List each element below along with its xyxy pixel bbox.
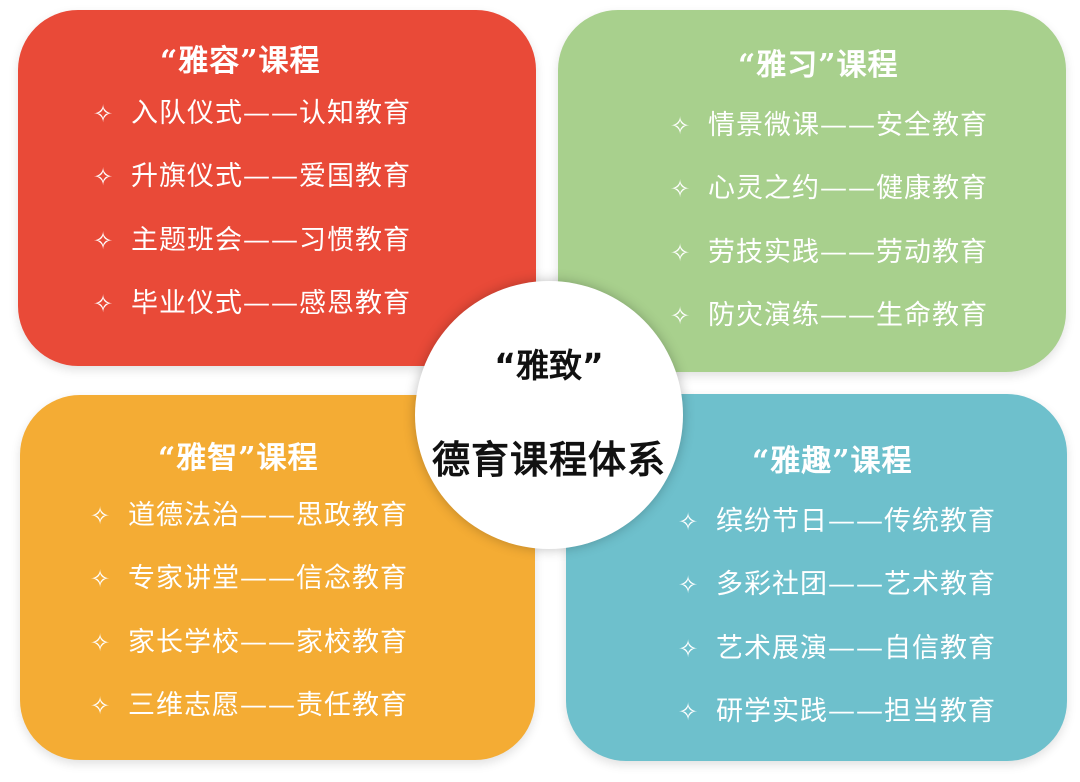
quadrant-title: “雅容”课程 <box>160 44 321 79</box>
item-text: 研学实践——担当教育 <box>716 696 996 727</box>
diamond-star-icon: ✧ <box>90 565 112 593</box>
center-circle: “雅致” 德育课程体系 <box>415 281 683 549</box>
diamond-star-icon: ✧ <box>93 163 115 191</box>
diamond-star-icon: ✧ <box>678 508 700 536</box>
diamond-star-icon: ✧ <box>90 502 112 530</box>
list-item: ✧ 缤纷节日——传统教育 <box>678 502 996 542</box>
item-text: 主题班会——习惯教育 <box>131 225 411 256</box>
list-item: ✧ 专家讲堂——信念教育 <box>90 559 408 599</box>
item-text: 道德法治——思政教育 <box>128 500 408 531</box>
list-item: ✧ 情景微课——安全教育 <box>670 106 988 146</box>
item-text: 三维志愿——责任教育 <box>128 690 408 721</box>
item-text: 家长学校——家校教育 <box>128 627 408 658</box>
item-text: 多彩社团——艺术教育 <box>716 569 996 600</box>
diamond-star-icon: ✧ <box>670 175 692 203</box>
diamond-star-icon: ✧ <box>678 698 700 726</box>
list-item: ✧ 艺术展演——自信教育 <box>678 629 996 669</box>
item-text: 劳技实践——劳动教育 <box>708 237 988 268</box>
item-text: 升旗仪式——爱国教育 <box>131 161 411 192</box>
list-item: ✧ 三维志愿——责任教育 <box>90 686 408 726</box>
diamond-star-icon: ✧ <box>678 571 700 599</box>
list-item: ✧ 心灵之约——健康教育 <box>670 169 988 209</box>
item-text: 心灵之约——健康教育 <box>708 173 988 204</box>
list-item: ✧ 劳技实践——劳动教育 <box>670 233 988 273</box>
quadrant-yaxi: “雅习”课程 ✧ 情景微课——安全教育 ✧ 心灵之约——健康教育 ✧ 劳技实践——劳动… <box>558 10 1066 372</box>
item-text: 防灾演练——生命教育 <box>708 300 988 331</box>
list-item: ✧ 毕业仪式——感恩教育 <box>93 284 411 324</box>
item-text: 毕业仪式——感恩教育 <box>131 288 411 319</box>
diamond-star-icon: ✧ <box>670 302 692 330</box>
diamond-star-icon: ✧ <box>670 239 692 267</box>
diamond-star-icon: ✧ <box>93 100 115 128</box>
list-item: ✧ 研学实践——担当教育 <box>678 692 996 732</box>
diamond-star-icon: ✧ <box>90 629 112 657</box>
list-item: ✧ 多彩社团——艺术教育 <box>678 565 996 605</box>
quadrant-title: “雅趣”课程 <box>752 444 913 479</box>
center-subtitle: 德育课程体系 <box>431 438 666 482</box>
diamond-star-icon: ✧ <box>93 290 115 318</box>
diamond-star-icon: ✧ <box>90 692 112 720</box>
item-text: 专家讲堂——信念教育 <box>128 563 408 594</box>
quadrant-title: “雅习”课程 <box>738 48 899 83</box>
item-text: 艺术展演——自信教育 <box>716 633 996 664</box>
center-title: “雅致” <box>494 346 604 385</box>
quadrant-yarong: “雅容”课程 ✧ 入队仪式——认知教育 ✧ 升旗仪式——爱国教育 ✧ 主题班会——习惯… <box>18 10 536 366</box>
list-item: ✧ 入队仪式——认知教育 <box>93 94 411 134</box>
item-text: 入队仪式——认知教育 <box>131 98 411 129</box>
item-text: 情景微课——安全教育 <box>708 110 988 141</box>
list-item: ✧ 家长学校——家校教育 <box>90 623 408 663</box>
item-text: 缤纷节日——传统教育 <box>716 506 996 537</box>
list-item: ✧ 主题班会——习惯教育 <box>93 221 411 261</box>
diamond-star-icon: ✧ <box>670 112 692 140</box>
list-item: ✧ 防灾演练——生命教育 <box>670 296 988 336</box>
diamond-star-icon: ✧ <box>93 227 115 255</box>
diamond-star-icon: ✧ <box>678 635 700 663</box>
list-item: ✧ 升旗仪式——爱国教育 <box>93 157 411 197</box>
list-item: ✧ 道德法治——思政教育 <box>90 496 408 536</box>
quadrant-title: “雅智”课程 <box>158 441 319 476</box>
